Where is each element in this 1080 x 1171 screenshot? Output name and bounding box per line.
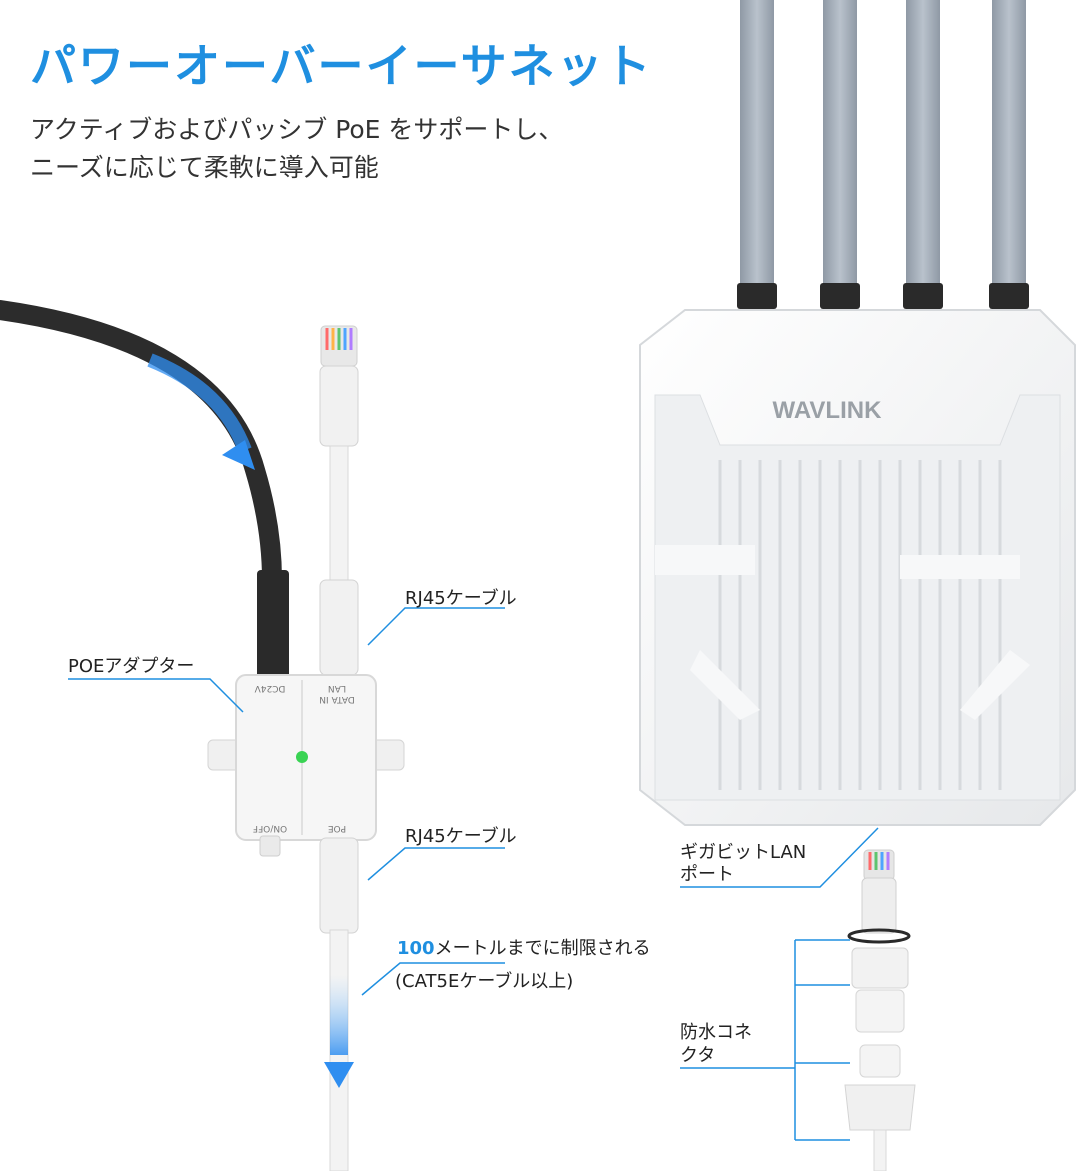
label-poe-adapter: POEアダプター	[68, 656, 195, 677]
access-point-device: WAVLINK	[639, 309, 1076, 826]
svg-text:DC24V: DC24V	[254, 683, 286, 693]
power-led-indicator	[296, 751, 308, 763]
distance-number: 100	[397, 938, 435, 959]
antenna-connector-2	[820, 283, 860, 309]
label-distance-limit: 100メートルまでに制限される	[397, 934, 651, 960]
data-flow-arrow	[330, 975, 348, 1055]
subtitle-line-1: アクティブおよびパッシブ PoE をサポートし、	[30, 115, 564, 144]
antenna-connector-4	[989, 283, 1029, 309]
dc-plug	[257, 570, 289, 680]
label-rj45-bottom: RJ45ケーブル	[405, 826, 517, 847]
data-flow-arrowhead	[324, 1062, 354, 1088]
power-cable	[0, 300, 282, 590]
svg-text:DATA IN: DATA IN	[319, 694, 354, 704]
label-rj45-top: RJ45ケーブル	[405, 588, 517, 609]
power-flow-arrow	[147, 353, 252, 453]
poe-adapter: DC24V LAN DATA IN ON/OFF POE	[207, 674, 405, 857]
antenna-connector-3	[903, 283, 943, 309]
svg-text:LAN: LAN	[328, 683, 346, 693]
power-flow-arrowhead	[222, 440, 255, 470]
waterproof-connector	[844, 849, 916, 1171]
label-waterproof-line1: 防水コネ	[680, 1022, 752, 1043]
label-cable-note: (CAT5Eケーブル以上)	[395, 971, 574, 992]
distance-text: メートルまでに制限される	[434, 938, 651, 959]
antenna-3	[906, 0, 940, 285]
svg-text:ON/OFF: ON/OFF	[253, 823, 287, 833]
on-off-switch	[259, 835, 281, 857]
antenna-1	[740, 0, 774, 285]
svg-text:POE: POE	[328, 823, 347, 833]
page-title: パワーオーバーイーサネット	[30, 39, 653, 93]
label-gigabit-line2: ポート	[680, 864, 734, 885]
antenna-4	[992, 0, 1026, 285]
lan-cable-top	[329, 445, 349, 587]
rj45-plug-top	[319, 365, 359, 447]
antenna-connector-1	[737, 283, 777, 309]
label-waterproof-line2: クタ	[680, 1045, 716, 1066]
rj45-plug-adapter-in	[319, 579, 359, 676]
label-gigabit-line1: ギガビットLAN	[680, 842, 807, 863]
callout-lines	[68, 607, 879, 1141]
antenna-2	[823, 0, 857, 285]
rj45-plug-adapter-out	[319, 837, 359, 934]
antennas	[737, 0, 1029, 309]
subtitle-line-2: ニーズに応じて柔軟に導入可能	[30, 153, 379, 182]
device-brand-logo: WAVLINK	[773, 397, 883, 424]
